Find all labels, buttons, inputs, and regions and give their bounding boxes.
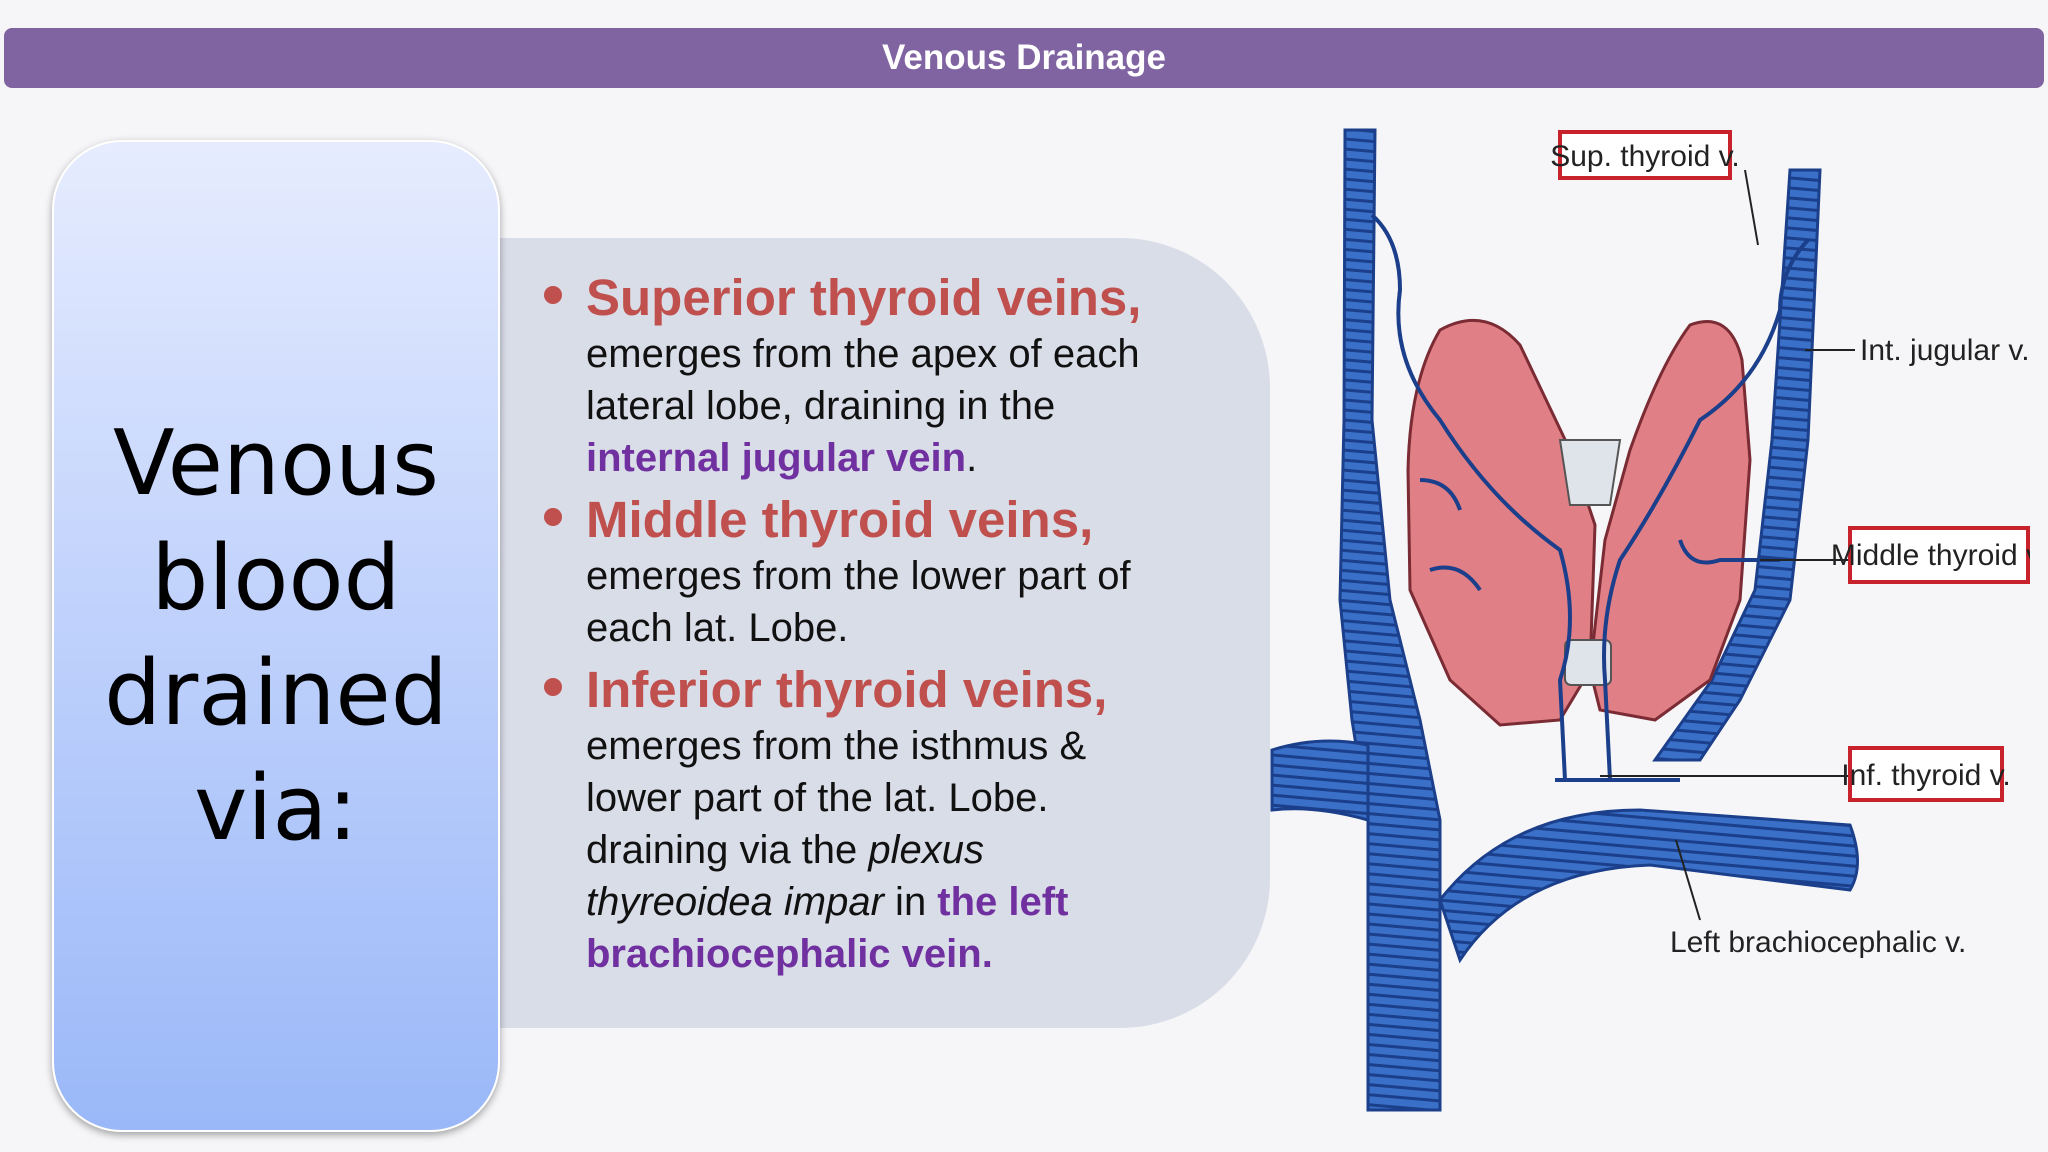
- slide-title: Venous Drainage: [882, 38, 1166, 77]
- bullet-body: emerges from the isthmus & lower part of…: [586, 720, 1126, 980]
- thyroid-right-lobe: [1588, 320, 1752, 722]
- bullet-heading: Middle thyroid veins,: [586, 491, 1094, 548]
- thyroid-cartilage: [1558, 439, 1622, 506]
- left-box: Venous blood drained via:: [52, 140, 500, 1132]
- bullet-list: Superior thyroid veins, emerges from the…: [538, 268, 1238, 986]
- sup-thyroid-label: Sup. thyroid v.: [1550, 140, 1740, 173]
- left-brachiocephalic-label: Left brachiocephalic v.: [1670, 926, 1966, 959]
- sup-thyroid-label-box: [1558, 130, 1732, 180]
- body-line: emerges from the lower part of: [586, 554, 1131, 598]
- gland-veins: [1370, 213, 1810, 782]
- bullet-dot: [544, 508, 562, 526]
- text-panel: [450, 238, 1270, 1028]
- body-line: emerges from the isthmus &: [586, 724, 1087, 768]
- middle-thyroid-label-box: [1848, 526, 2030, 584]
- thyroid-left-lobe: [1406, 318, 1597, 727]
- body-line: lateral lobe, draining in the: [586, 384, 1056, 428]
- body-line: each lat. Lobe.: [586, 606, 849, 650]
- subclavian-vein: [1270, 739, 1370, 822]
- body-tail: .: [966, 436, 978, 480]
- left-box-text: Venous blood drained via:: [104, 411, 448, 861]
- bullet-body: emerges from the apex of each lateral lo…: [586, 328, 1238, 484]
- inf-thyroid-label: Inf. thyroid v.: [1841, 759, 2011, 792]
- body-line: lower part of the lat. Lobe.: [586, 776, 1049, 820]
- bullet-body: emerges from the lower part of each lat.…: [586, 550, 1238, 654]
- middle-thyroid-label: Middle thyroid v.: [1831, 539, 2030, 572]
- bullet-dot: [544, 678, 562, 696]
- inf-thyroid-label-box: [1848, 746, 2004, 802]
- italic-plexus: plexus thyreoidea impar: [586, 828, 985, 924]
- bullet-heading: Inferior thyroid veins,: [586, 661, 1108, 718]
- left-brachiocephalic-vein: [1438, 808, 1859, 964]
- bullet-middle: Middle thyroid veins, emerges from the l…: [538, 490, 1238, 654]
- highlight-internal-jugular: internal jugular vein: [586, 436, 967, 480]
- bullet-inferior: Inferior thyroid veins, emerges from the…: [538, 660, 1238, 980]
- body-text: draining via the: [586, 828, 869, 872]
- bullet-superior: Superior thyroid veins, emerges from the…: [538, 268, 1238, 484]
- highlight-left-brachiocephalic: the left brachiocephalic vein.: [586, 880, 1069, 976]
- left-internal-jugular-vein: [1338, 128, 1442, 1112]
- body-line: emerges from the apex of each: [586, 332, 1140, 376]
- body-text: in: [883, 880, 938, 924]
- leader-lines: [1600, 169, 1855, 921]
- thyroid-venous-diagram: Sup. thyroid v. Int. jugular v. Middle t…: [1270, 128, 2030, 1112]
- title-bar: Venous Drainage: [4, 28, 2044, 88]
- int-jugular-label: Int. jugular v.: [1860, 334, 2030, 367]
- bullet-heading: Superior thyroid veins,: [586, 269, 1142, 326]
- bullet-dot: [544, 286, 562, 304]
